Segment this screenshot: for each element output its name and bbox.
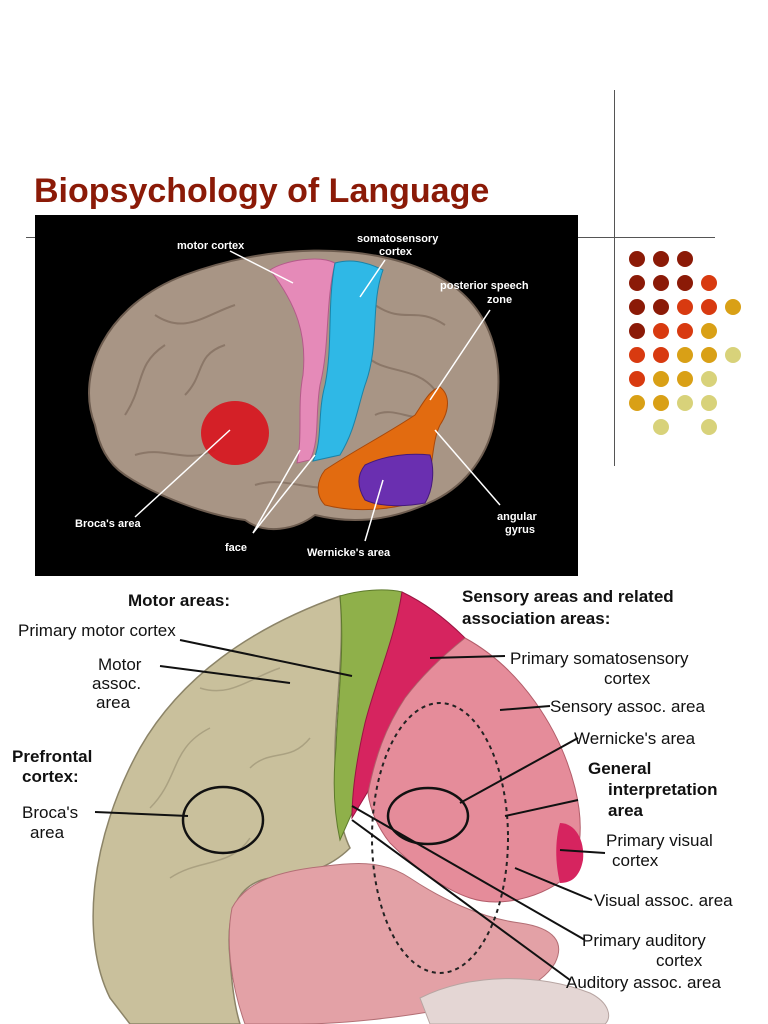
decorative-dot (677, 371, 693, 387)
brocas-area-region (201, 401, 269, 465)
label-brocas-line1: Broca's (22, 803, 78, 822)
bottom-brain-svg: Motor areas: Primary motor cortex Motor … (12, 587, 733, 1024)
decorative-dot (677, 347, 693, 363)
decorative-dot (677, 275, 693, 291)
primary-visual-cortex-region (556, 823, 584, 883)
top-brain-svg: motor cortex somatosensory cortex poster… (75, 233, 537, 559)
top-leader-lines (134, 250, 501, 542)
label-general-interpretation-line1: General (588, 759, 651, 778)
decorative-dot (629, 347, 645, 363)
label-brocas-area: Broca's area (75, 518, 141, 530)
decorative-dot (653, 251, 669, 267)
brocas-area-outline (181, 785, 265, 855)
wernickes-area-outline (386, 786, 470, 846)
decorative-dot (701, 323, 717, 339)
decorative-dot (653, 275, 669, 291)
label-motor-cortex: motor cortex (177, 240, 245, 252)
label-brocas-line2: area (30, 823, 65, 842)
functional-areas-brain-diagram: Motor areas: Primary motor cortex Motor … (0, 578, 768, 1024)
decorative-dot-grid (629, 251, 741, 435)
label-sensory-assoc-area: Sensory assoc. area (550, 697, 706, 716)
label-angular-gyrus-line2: gyrus (505, 524, 535, 536)
label-motor-assoc-line3: area (96, 693, 131, 712)
label-angular-gyrus-line1: angular (497, 511, 537, 523)
decorative-dot (653, 323, 669, 339)
horizontal-divider-left (26, 237, 36, 238)
label-primary-somatosensory-line2: cortex (604, 669, 651, 688)
decorative-dot (725, 347, 741, 363)
label-prefrontal-line2: cortex: (22, 767, 79, 786)
lateral-brain-photo-diagram: motor cortex somatosensory cortex poster… (35, 215, 578, 576)
slide-title: Biopsychology of Language (34, 172, 490, 210)
label-posterior-speech-line1: posterior speech (440, 280, 529, 292)
label-motor-assoc-line1: Motor (98, 655, 142, 674)
label-primary-somatosensory-line1: Primary somatosensory (510, 649, 689, 668)
label-somatosensory-line1: somatosensory (357, 233, 439, 245)
decorative-dot (653, 371, 669, 387)
decorative-dot (629, 299, 645, 315)
decorative-dot (629, 323, 645, 339)
label-primary-auditory-line2: cortex (656, 951, 703, 970)
decorative-dot (677, 395, 693, 411)
label-sensory-areas-line2: association areas: (462, 609, 610, 628)
label-primary-visual-line1: Primary visual (606, 831, 713, 850)
label-sensory-areas-line1: Sensory areas and related (462, 587, 674, 606)
bottom-leader-lines (94, 639, 606, 981)
decorative-dot (653, 299, 669, 315)
decorative-dot (701, 419, 717, 435)
label-wernickes-area: Wernicke's area (307, 547, 391, 559)
decorative-dot (653, 347, 669, 363)
decorative-dot (701, 275, 717, 291)
decorative-dot (677, 323, 693, 339)
decorative-dot (629, 275, 645, 291)
decorative-dot (629, 371, 645, 387)
decorative-dot (653, 395, 669, 411)
label-general-interpretation-line3: area (608, 801, 644, 820)
decorative-dot (677, 299, 693, 315)
decorative-dot (701, 395, 717, 411)
wernickes-area-region (358, 453, 434, 507)
label-primary-auditory-line1: Primary auditory (582, 931, 706, 950)
decorative-dot (701, 299, 717, 315)
label-motor-areas: Motor areas: (128, 591, 230, 610)
parietal-lobe-region (367, 637, 581, 903)
label-primary-motor-cortex: Primary motor cortex (18, 621, 176, 640)
cerebellum-region (419, 978, 610, 1024)
somatosensory-cortex-region (312, 260, 384, 462)
decorative-dot (725, 299, 741, 315)
label-auditory-assoc-area: Auditory assoc. area (566, 973, 722, 992)
decorative-dot (701, 347, 717, 363)
label-primary-visual-line2: cortex (612, 851, 659, 870)
label-somatosensory-line2: cortex (379, 246, 413, 258)
general-interpretation-area-outline (371, 702, 509, 974)
horizontal-divider-right (577, 237, 715, 238)
decorative-dot (653, 419, 669, 435)
label-general-interpretation-line2: interpretation (608, 780, 718, 799)
label-posterior-speech-line2: zone (487, 294, 512, 306)
decorative-dot (629, 251, 645, 267)
label-prefrontal-line1: Prefrontal (12, 747, 92, 766)
decorative-dot (677, 251, 693, 267)
label-face: face (225, 542, 247, 554)
label-wernickes-area: Wernicke's area (574, 729, 696, 748)
vertical-divider (614, 90, 615, 466)
decorative-dot (701, 371, 717, 387)
label-motor-assoc-line2: assoc. (92, 674, 141, 693)
decorative-dot (629, 395, 645, 411)
bottom-brain-folds (149, 667, 311, 879)
label-visual-assoc-area: Visual assoc. area (594, 891, 733, 910)
